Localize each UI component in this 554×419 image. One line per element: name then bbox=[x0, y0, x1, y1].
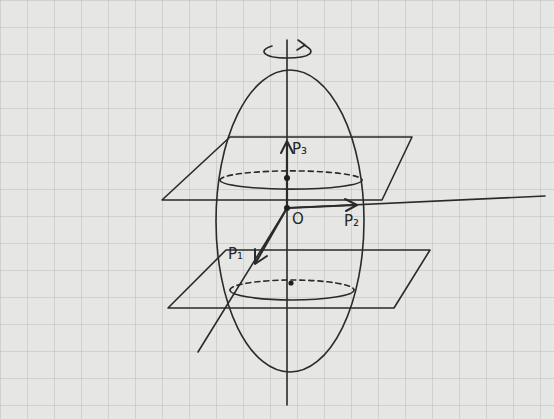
vector-label: P₂ bbox=[344, 214, 359, 229]
upper-center-dot bbox=[284, 175, 290, 181]
upper-section-front bbox=[220, 180, 362, 189]
origin-dot bbox=[284, 205, 290, 211]
p1-arrowhead bbox=[255, 249, 267, 264]
lower-plane bbox=[168, 250, 430, 308]
rotation-arrow bbox=[264, 45, 311, 58]
p1-line bbox=[198, 208, 287, 352]
p2-arrowhead bbox=[345, 199, 357, 211]
lower-section-front bbox=[230, 290, 354, 300]
vector-label: P₃ bbox=[292, 142, 307, 157]
vector-label: P₁ bbox=[228, 247, 243, 262]
p2-vector bbox=[287, 205, 356, 208]
upper-section-back bbox=[220, 171, 362, 180]
lower-center-dot bbox=[288, 280, 293, 285]
origin-label: O bbox=[292, 212, 304, 227]
p1-vector bbox=[256, 208, 287, 262]
lower-section-back bbox=[230, 280, 354, 290]
rotation-axis bbox=[286, 40, 288, 405]
rotation-arrowhead bbox=[297, 40, 305, 50]
p2-line bbox=[287, 196, 545, 208]
p3-arrowhead bbox=[281, 141, 293, 153]
ellipsoid-outline bbox=[216, 70, 364, 372]
